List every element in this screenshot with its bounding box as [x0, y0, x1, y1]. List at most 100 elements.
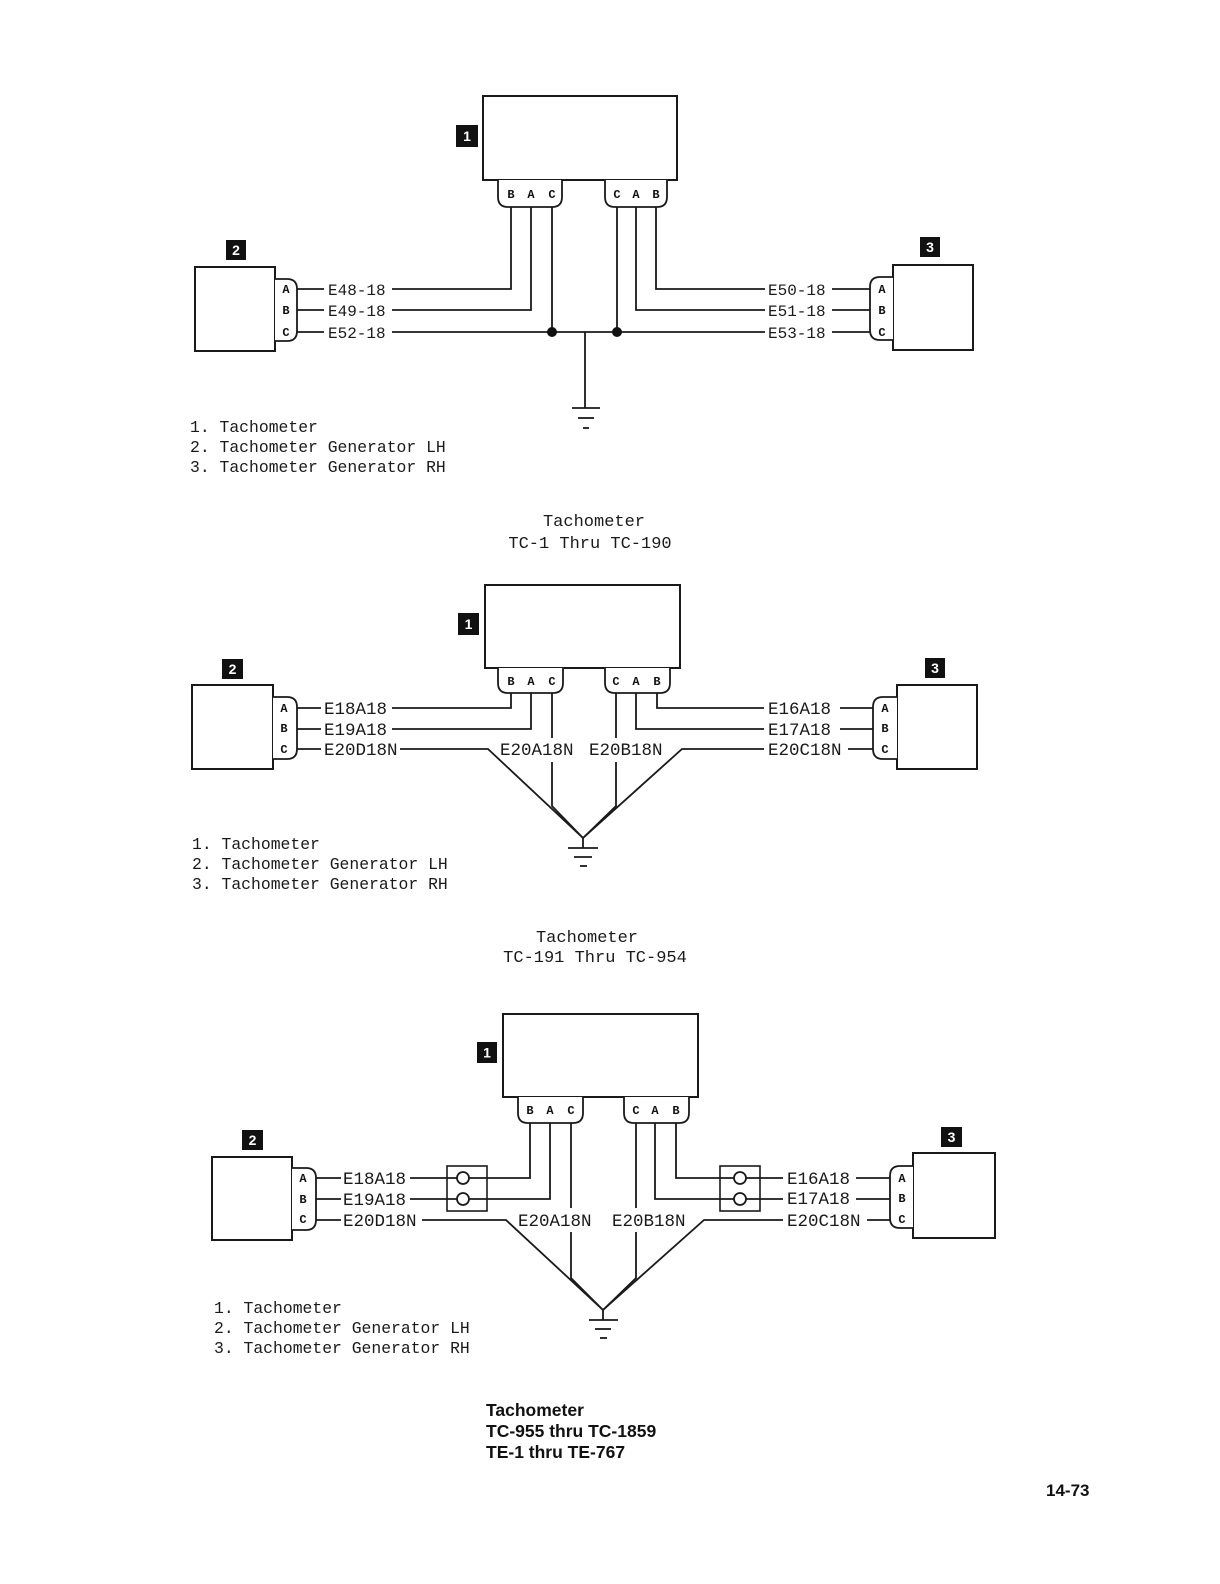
wire-e17a18: [635, 693, 873, 730]
callout-tachometer: 1: [477, 1042, 497, 1063]
callout-marker: [925, 658, 945, 678]
wire-e19a18: [297, 693, 532, 730]
pin-label: C: [881, 743, 888, 757]
tachometer-box: [502, 1013, 699, 1098]
callout-marker: [222, 659, 243, 679]
pin-label: C: [613, 188, 620, 202]
wire-e48-18: [297, 207, 512, 290]
generator-rh-connector: [889, 1165, 913, 1229]
caption-range: TC-955 thru TC-1859: [486, 1421, 656, 1441]
pin-label: C: [632, 1104, 639, 1118]
callout-marker: [458, 613, 479, 635]
wire-label: E20C18N: [787, 1212, 861, 1232]
pin-label: A: [651, 1104, 659, 1118]
generator-lh-box: [191, 684, 274, 770]
ground-wire-label: E20A18N: [518, 1212, 592, 1232]
legend: 1. Tachometer 2. Tachometer Generator LH…: [214, 1299, 470, 1358]
callout-tachometer: 1: [458, 613, 479, 635]
pin-label: A: [282, 283, 290, 297]
caption-title: Tachometer: [486, 1400, 584, 1420]
ground-symbol-icon: [589, 1319, 618, 1339]
legend-item: 1. Tachometer: [190, 418, 318, 437]
pin-label: A: [632, 675, 640, 689]
legend-item: 3. Tachometer Generator RH: [192, 875, 448, 894]
callout-tachometer: 1: [456, 125, 478, 147]
pin-label: A: [527, 675, 535, 689]
pin-label: B: [282, 304, 289, 318]
pin-label: B: [280, 722, 287, 736]
ground-symbol-icon: [572, 407, 600, 429]
splice-terminal: [733, 1192, 747, 1206]
pin-label: C: [878, 326, 885, 340]
callout-generator-lh: 2: [242, 1130, 263, 1150]
legend-item: 2. Tachometer Generator LH: [190, 438, 446, 457]
wire-label: E17A18: [768, 721, 831, 741]
callout-number: 1: [463, 128, 471, 144]
generator-rh-box: [892, 264, 974, 351]
callout-number: 2: [232, 242, 240, 258]
wire-e20c18n: [582, 748, 873, 839]
legend: 1. Tachometer 2. Tachometer Generator LH…: [192, 835, 448, 894]
generator-rh-box: [912, 1152, 996, 1239]
wire-e20c18n: [602, 1219, 890, 1311]
callout-generator-rh: 3: [941, 1127, 962, 1147]
caption: Tachometer TC-191 Thru TC-954: [503, 929, 687, 968]
legend-item: 1. Tachometer: [214, 1299, 342, 1318]
generator-rh-connector: [872, 696, 897, 760]
pin-label: C: [612, 675, 619, 689]
junction-dot: [612, 327, 622, 337]
pin-label: B: [653, 675, 660, 689]
pin-label: B: [672, 1104, 679, 1118]
generator-lh-box: [194, 266, 276, 352]
legend-item: 1. Tachometer: [192, 835, 320, 854]
caption: Tachometer TC-1 Thru TC-190: [508, 513, 671, 554]
tachometer-connector-right: [623, 1097, 690, 1124]
wire-label: E20C18N: [768, 741, 842, 761]
legend-item: 3. Tachometer Generator RH: [214, 1339, 470, 1358]
legend-item: 3. Tachometer Generator RH: [190, 458, 446, 477]
wire-e49-18: [297, 207, 532, 311]
wire-label: E16A18: [787, 1170, 850, 1190]
wire-e16a18: [656, 693, 873, 709]
callout-marker: [226, 240, 246, 260]
wire-e17a18: [654, 1123, 890, 1200]
wire-label: E19A18: [324, 721, 387, 741]
pin-label: B: [878, 304, 885, 318]
generator-rh-box: [896, 684, 978, 770]
callout-marker: [242, 1130, 263, 1150]
ground-symbol-icon: [568, 847, 598, 867]
wire-label: E19A18: [343, 1191, 406, 1211]
caption-range: TE-1 thru TE-767: [486, 1442, 625, 1462]
wire-label: E18A18: [343, 1170, 406, 1190]
wire-e20a18n: [570, 1123, 604, 1311]
callout-number: 1: [483, 1045, 491, 1061]
wire-e18a18: [316, 1123, 531, 1179]
wire-e20a18n: [551, 693, 584, 839]
callout-number: 3: [926, 239, 934, 255]
pin-label: B: [507, 675, 514, 689]
legend-item: 2. Tachometer Generator LH: [192, 855, 448, 874]
tachometer-box: [482, 95, 678, 181]
pin-label: A: [632, 188, 640, 202]
pin-label: A: [280, 702, 288, 716]
callout-generator-rh: 3: [925, 658, 945, 678]
callout-marker: [920, 237, 940, 257]
callout-generator-lh: 2: [222, 659, 243, 679]
caption-title: Tachometer: [543, 513, 645, 532]
wire-label: E51-18: [768, 303, 826, 321]
caption-range: TC-1 Thru TC-190: [508, 535, 671, 554]
callout-generator-lh: 2: [226, 240, 246, 260]
pin-label: B: [898, 1192, 905, 1206]
wire-label: E18A18: [324, 700, 387, 720]
generator-rh-connector: [869, 276, 893, 341]
pin-label: B: [881, 722, 888, 736]
pin-label: A: [546, 1104, 554, 1118]
caption-title: Tachometer: [536, 929, 638, 948]
pin-label: A: [527, 188, 535, 202]
callout-marker: [477, 1042, 497, 1063]
wire-e20d18n: [297, 748, 584, 839]
callout-generator-rh: 3: [920, 237, 940, 257]
pin-label: C: [299, 1213, 306, 1227]
callout-number: 1: [465, 616, 473, 632]
pin-label: C: [898, 1213, 905, 1227]
